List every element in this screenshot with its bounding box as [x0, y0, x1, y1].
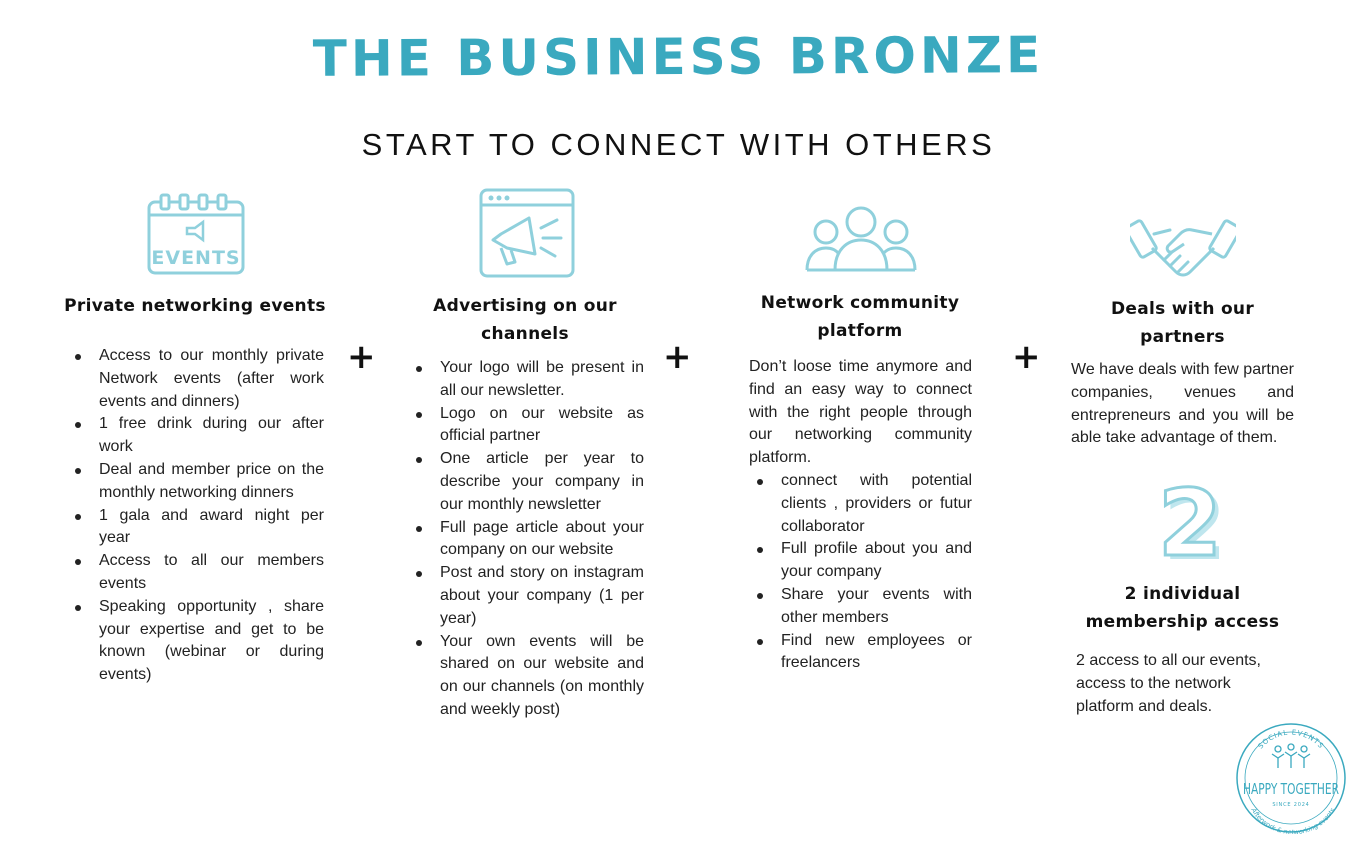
column-1-list: Access to our monthly private Network ev… — [67, 345, 324, 687]
list-item: Share your events with other members — [749, 584, 972, 630]
list-item: 1 gala and award night per year — [67, 505, 324, 551]
list-item: Full page article about your company on … — [408, 517, 644, 563]
handshake-icon — [1130, 212, 1236, 286]
big-number-two: 2 — [1156, 470, 1223, 577]
list-item: Speaking opportunity , share your expert… — [67, 596, 324, 687]
list-item: Post and story on instagram about your c… — [408, 562, 644, 630]
logo-since-text: SINCE 2024 — [1272, 802, 1309, 808]
plus-separator: + — [1012, 337, 1041, 377]
column-4-heading: Deals with our partners — [1110, 299, 1255, 347]
list-item: Logo on our website as official partner — [408, 403, 644, 449]
calendar-icon-label: EVENTS — [151, 247, 240, 269]
column-1-heading: Private networking events — [64, 296, 326, 316]
logo-top-text: SOCIAL EVENTS — [1257, 729, 1326, 751]
list-item: One article per year to describe your co… — [408, 448, 644, 516]
list-item: Full profile about you and your company — [749, 538, 972, 584]
logo-main-text: HAPPY TOGETHER — [1243, 780, 1339, 798]
megaphone-browser-icon — [479, 188, 575, 278]
membership-heading: 2 individual membership access — [1085, 584, 1280, 632]
calendar-events-icon: EVENTS — [147, 193, 245, 275]
page-subtitle: START TO CONNECT WITH OTHERS — [361, 127, 996, 162]
list-item: connect with potential clients , provide… — [749, 470, 972, 538]
page-title: THE BUSINESS BRONZE — [312, 26, 1045, 88]
plus-separator: + — [347, 337, 376, 377]
happy-together-logo: SOCIAL EVENTS HAPPY TOGETHER SINCE 2024 … — [1232, 718, 1350, 838]
list-item: Access to our monthly private Network ev… — [67, 345, 324, 413]
list-item: 1 free drink during our after work — [67, 413, 324, 459]
list-item: Access to all our members events — [67, 550, 324, 596]
column-3-heading: Network community platform — [760, 293, 960, 341]
list-item: Your own events will be shared on our we… — [408, 631, 644, 722]
community-group-icon — [805, 204, 917, 272]
list-item: Deal and member price on the monthly net… — [67, 459, 324, 505]
list-item: Find new employees or freelancers — [749, 630, 972, 676]
column-3-intro: Don’t loose time anymore and find an eas… — [749, 358, 972, 467]
column-2-heading: Advertising on our channels — [433, 296, 617, 344]
column-3-list: connect with potential clients , provide… — [749, 470, 972, 675]
plus-separator: + — [663, 337, 692, 377]
list-item: Your logo will be present in all our new… — [408, 357, 644, 403]
column-4-intro: We have deals with few partner companies… — [1071, 361, 1294, 447]
membership-text: 2 access to all our events, access to th… — [1076, 652, 1261, 715]
column-2-list: Your logo will be present in all our new… — [408, 357, 644, 722]
